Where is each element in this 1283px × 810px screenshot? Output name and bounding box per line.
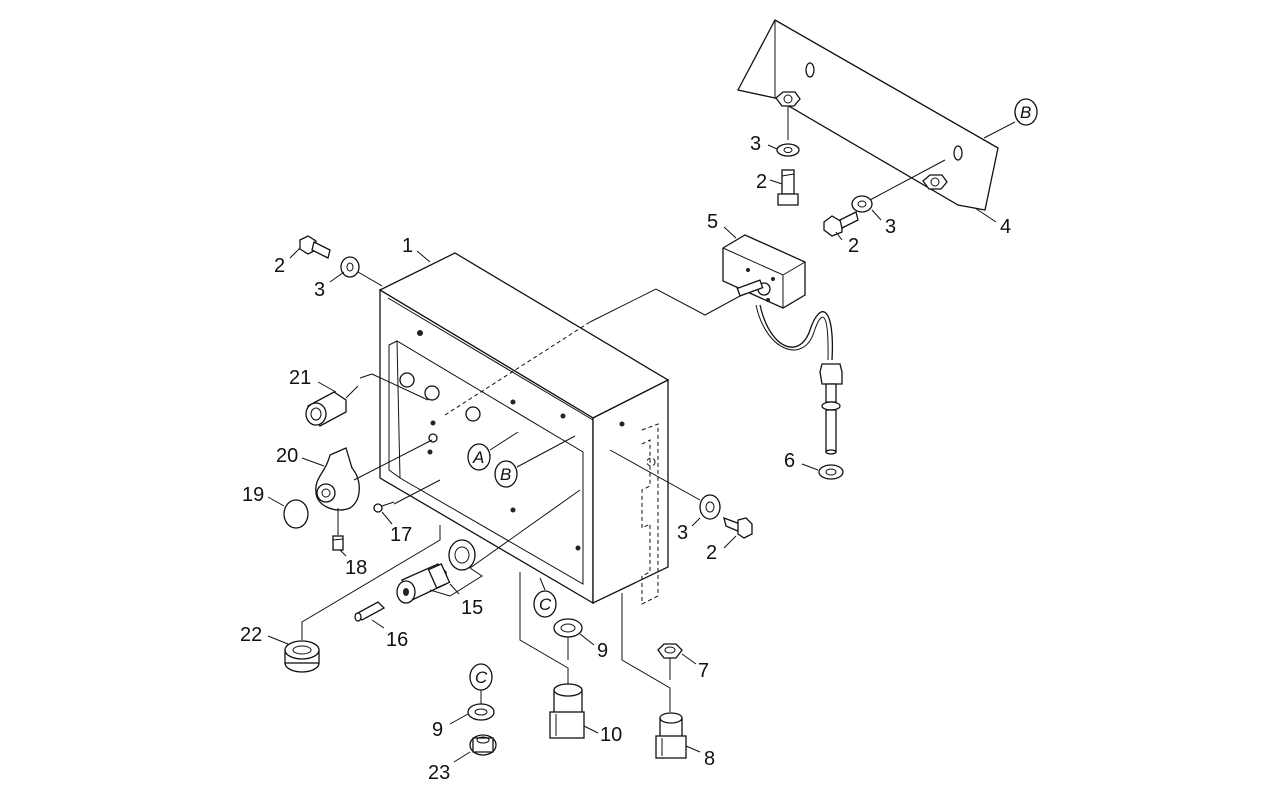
callout-label: 9 bbox=[432, 719, 443, 741]
enclosure-box bbox=[378, 252, 741, 605]
callout-label: 5 bbox=[707, 211, 718, 233]
callout-label: 18 bbox=[345, 557, 367, 579]
callout-label: 23 bbox=[428, 762, 450, 784]
washer bbox=[699, 494, 721, 520]
callout-label: 6 bbox=[784, 450, 795, 472]
fuse-holder bbox=[396, 489, 581, 604]
reference-marker-c: C bbox=[469, 663, 493, 691]
control-knob bbox=[315, 439, 433, 535]
knob-cap bbox=[283, 499, 309, 529]
bolt bbox=[723, 516, 753, 539]
callout-label: 20 bbox=[276, 445, 298, 467]
callout-labels: 1 2 2 2 2 3 3 3 3 4 5 6 7 8 9 9 10 15 16… bbox=[240, 133, 1011, 784]
thermostat-unit bbox=[722, 234, 843, 455]
callout-label: 19 bbox=[242, 484, 264, 506]
bolt bbox=[823, 211, 859, 237]
cable-gland bbox=[519, 572, 585, 739]
cable-gland bbox=[467, 690, 497, 756]
reference-marker-c: C bbox=[533, 577, 557, 618]
leader-lines bbox=[267, 144, 997, 763]
callout-label: 16 bbox=[386, 629, 408, 651]
callout-label: 3 bbox=[677, 522, 688, 544]
callout-label: 3 bbox=[885, 216, 896, 238]
washer bbox=[776, 143, 800, 157]
callout-label: 7 bbox=[698, 660, 709, 682]
callout-label: 8 bbox=[704, 748, 715, 770]
grub-screw bbox=[332, 535, 344, 551]
svg-text:B: B bbox=[1020, 103, 1031, 122]
callout-label: 3 bbox=[314, 279, 325, 301]
svg-text:B: B bbox=[500, 465, 511, 484]
reference-marker-b: B bbox=[983, 98, 1038, 139]
washer bbox=[340, 256, 360, 278]
indicator-lamp bbox=[305, 373, 429, 427]
fuse bbox=[354, 601, 386, 622]
svg-text:A: A bbox=[472, 448, 484, 467]
callout-label: 2 bbox=[756, 171, 767, 193]
bolt bbox=[299, 235, 331, 259]
callout-label: 1 bbox=[402, 235, 413, 257]
callout-label: 9 bbox=[597, 640, 608, 662]
mounting-bracket bbox=[737, 19, 999, 211]
reference-marker-b: B bbox=[494, 435, 576, 488]
callout-label: 10 bbox=[600, 724, 622, 746]
svg-text:C: C bbox=[475, 668, 488, 687]
callout-label: 4 bbox=[1000, 216, 1011, 238]
cable-gland bbox=[621, 593, 687, 759]
washer bbox=[818, 464, 844, 480]
washer bbox=[851, 195, 873, 213]
callout-label: 2 bbox=[706, 542, 717, 564]
svg-text:C: C bbox=[539, 595, 552, 614]
callout-label: 2 bbox=[274, 255, 285, 277]
screw bbox=[373, 479, 441, 513]
callout-label: 17 bbox=[390, 524, 412, 546]
callout-label: 22 bbox=[240, 624, 262, 646]
bolt bbox=[777, 169, 799, 206]
callout-label: 3 bbox=[750, 133, 761, 155]
grommet bbox=[284, 525, 441, 673]
callout-label: 2 bbox=[848, 235, 859, 257]
reference-marker-a: A bbox=[467, 431, 519, 471]
callout-label: 15 bbox=[461, 597, 483, 619]
callout-label: 21 bbox=[289, 367, 311, 389]
